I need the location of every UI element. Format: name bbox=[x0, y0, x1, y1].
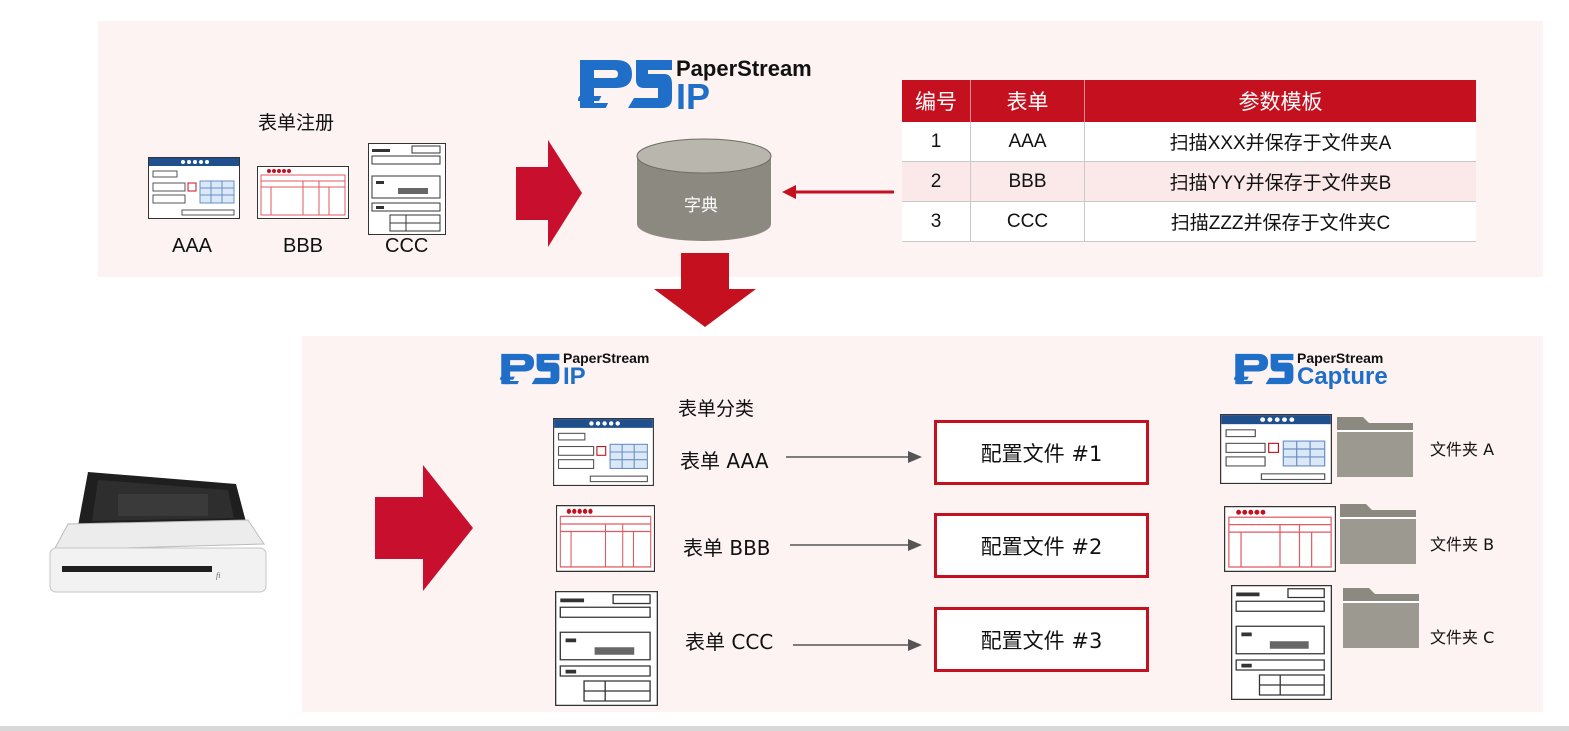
table-row: 3 CCC 扫描ZZZ并保存于文件夹C bbox=[902, 201, 1476, 242]
form-bbb-thumbnail bbox=[257, 166, 349, 219]
down-arrow-icon bbox=[654, 253, 756, 327]
classified-form-aaa: 表单 AAA bbox=[680, 449, 769, 473]
cell-template: 扫描YYY并保存于文件夹B bbox=[1084, 161, 1476, 202]
profile-box-2: 配置文件 #2 bbox=[934, 513, 1149, 578]
col-header-template: 参数模板 bbox=[1084, 80, 1476, 122]
folder-label-b: 文件夹 B bbox=[1430, 535, 1495, 554]
logo-brand: PaperStream bbox=[563, 350, 650, 366]
logo-product: Capture bbox=[1297, 363, 1388, 390]
col-header-form: 表单 bbox=[970, 80, 1085, 122]
form-aaa-thumbnail bbox=[148, 157, 240, 219]
scanner-device-icon: fi bbox=[49, 472, 267, 593]
dictionary-cylinder-icon bbox=[636, 138, 772, 241]
classified-form-bbb: 表单 BBB bbox=[683, 536, 771, 560]
ps-logo-icon bbox=[1234, 353, 1294, 385]
template-table: 编号 表单 参数模板 1 AAA 扫描XXX并保存于文件夹A 2 BBB 扫描Y… bbox=[902, 80, 1476, 242]
form-label-aaa: AAA bbox=[172, 235, 213, 257]
folder-icon bbox=[1340, 504, 1416, 564]
cell-form: AAA bbox=[970, 122, 1085, 162]
profile-label: 配置文件 #1 bbox=[980, 441, 1103, 466]
table-row: 1 AAA 扫描XXX并保存于文件夹A bbox=[902, 122, 1476, 162]
arrow-right-thin-icon bbox=[786, 451, 922, 463]
profile-label: 配置文件 #2 bbox=[980, 534, 1103, 559]
classified-form-ccc: 表单 CCC bbox=[685, 630, 774, 654]
cell-template: 扫描ZZZ并保存于文件夹C bbox=[1084, 201, 1476, 242]
right-arrow-icon bbox=[375, 465, 473, 591]
form-label-ccc: CCC bbox=[385, 235, 429, 257]
cell-number: 3 bbox=[902, 201, 971, 242]
bottom-panel bbox=[302, 336, 1543, 712]
arrow-right-thin-icon bbox=[793, 639, 922, 651]
profile-label: 配置文件 #3 bbox=[980, 628, 1103, 653]
logo-brand: PaperStream bbox=[676, 56, 812, 81]
folder-label-c: 文件夹 C bbox=[1430, 628, 1495, 647]
form-bbb-thumbnail bbox=[556, 505, 655, 572]
folder-icon bbox=[1337, 417, 1413, 477]
cell-number: 1 bbox=[902, 122, 971, 162]
cell-number: 2 bbox=[902, 161, 971, 202]
cell-template: 扫描XXX并保存于文件夹A bbox=[1084, 122, 1476, 162]
bottom-scrollbar bbox=[0, 726, 1569, 731]
col-header-number: 编号 bbox=[902, 80, 971, 122]
table-row: 2 BBB 扫描YYY并保存于文件夹B bbox=[902, 161, 1476, 202]
form-bbb-thumbnail bbox=[1224, 506, 1336, 572]
ps-logo-icon bbox=[500, 353, 560, 385]
logo-product: IP bbox=[563, 363, 586, 390]
logo-brand: PaperStream bbox=[1297, 350, 1384, 366]
form-label-bbb: BBB bbox=[283, 235, 324, 257]
arrow-left-icon bbox=[782, 185, 894, 199]
form-ccc-thumbnail bbox=[368, 143, 446, 235]
svg-text:fi: fi bbox=[216, 571, 220, 580]
table-header-row: 编号 表单 参数模板 bbox=[902, 80, 1476, 122]
arrow-right-thin-icon bbox=[790, 539, 922, 551]
cell-form: BBB bbox=[970, 161, 1085, 202]
form-ccc-thumbnail bbox=[555, 591, 658, 706]
form-ccc-thumbnail bbox=[1231, 585, 1332, 700]
profile-box-3: 配置文件 #3 bbox=[934, 607, 1149, 672]
form-aaa-thumbnail bbox=[1220, 414, 1332, 484]
ps-logo-icon bbox=[578, 60, 672, 108]
cell-form: CCC bbox=[970, 201, 1085, 242]
form-aaa-thumbnail bbox=[553, 418, 654, 486]
logo-product: IP bbox=[676, 76, 711, 117]
folder-icon bbox=[1343, 588, 1419, 648]
classify-label: 表单分类 bbox=[678, 398, 755, 420]
profile-box-1: 配置文件 #1 bbox=[934, 420, 1149, 485]
registration-label: 表单注册 bbox=[258, 112, 335, 134]
dictionary-label: 字典 bbox=[684, 196, 718, 216]
right-arrow-icon bbox=[516, 140, 582, 247]
folder-label-a: 文件夹 A bbox=[1430, 440, 1495, 459]
